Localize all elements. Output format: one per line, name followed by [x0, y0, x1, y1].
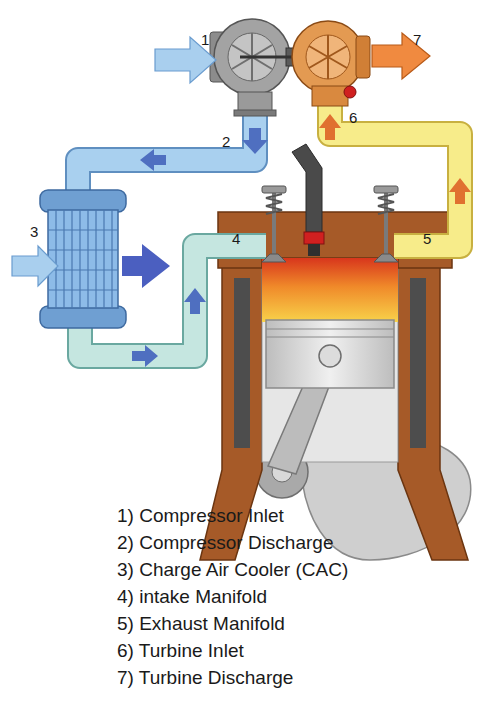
turbine-housing	[344, 86, 356, 98]
callout-number: 1	[201, 32, 209, 49]
turbine-housing	[292, 21, 364, 93]
engine-block	[398, 262, 468, 560]
exhaust-valve	[374, 254, 398, 262]
flow-arrow	[184, 288, 206, 314]
exhaust-pipe	[330, 104, 460, 246]
turbine-housing	[306, 35, 350, 79]
charge-air-cooler	[87, 210, 88, 308]
callout-number: 2	[222, 134, 230, 151]
charge-air-pipe	[78, 112, 255, 196]
intake-valve	[262, 254, 286, 262]
charge-air-cooler	[48, 210, 118, 308]
legend-line: 5) Exhaust Manifold	[117, 614, 285, 635]
exhaust-valve	[378, 194, 394, 214]
turbine-housing	[309, 35, 347, 79]
exhaust-valve	[374, 186, 398, 193]
piston	[266, 329, 394, 330]
charge-air-cooler	[48, 229, 118, 230]
flow-arrow	[122, 244, 170, 288]
charge-air-cooler	[48, 249, 118, 250]
intake-valve	[262, 186, 286, 193]
charge-air-cooler	[48, 210, 118, 308]
callout-number: 6	[349, 110, 357, 127]
flow-arrow	[372, 33, 430, 79]
charge-air-cooler	[79, 210, 80, 308]
flow-arrow	[319, 114, 341, 140]
engine-block	[410, 278, 426, 448]
flow-arrow	[132, 345, 158, 367]
cylinder-head	[218, 212, 452, 322]
exhaust-pipe	[330, 104, 460, 246]
flow-arrow	[242, 128, 268, 154]
charge-air-cooler	[40, 306, 126, 328]
charge-air-cooler	[55, 210, 56, 308]
charge-air-cooler	[40, 190, 126, 212]
spark-plug	[304, 232, 324, 244]
charge-air-pipe	[78, 112, 255, 196]
flow-arrow	[449, 178, 471, 204]
engine-block	[234, 278, 250, 448]
charge-air-cooler	[95, 210, 96, 308]
turbine-housing	[292, 21, 370, 106]
charge-air-cooler	[63, 210, 64, 308]
legend-line: 3) Charge Air Cooler (CAC)	[117, 560, 348, 581]
legend-line: 7) Turbine Discharge	[117, 668, 293, 689]
charge-air-cooler	[71, 210, 72, 308]
charge-air-cooler	[111, 210, 112, 308]
callout-number: 7	[413, 32, 421, 49]
charge-air-cooler	[48, 269, 118, 270]
compressor-housing	[234, 110, 276, 116]
intake-valve	[266, 194, 282, 214]
piston	[266, 320, 394, 388]
charge-air-pipe	[78, 112, 255, 196]
exhaust-valve	[374, 186, 398, 262]
legend-line: 4) intake Manifold	[117, 587, 267, 608]
spark-plug	[292, 144, 324, 256]
turbine-housing	[312, 86, 348, 106]
spark-plug	[292, 144, 322, 232]
spark-plug	[308, 244, 320, 256]
flow-arrow	[12, 33, 471, 367]
piston	[266, 320, 394, 474]
callout-number: 5	[423, 231, 431, 248]
intake-valve	[272, 192, 276, 256]
legend-line: 1) Compressor Inlet	[117, 506, 284, 527]
legend-line: 6) Turbine Inlet	[117, 641, 244, 662]
flow-arrow	[12, 246, 58, 286]
charge-air-cooler	[103, 210, 104, 308]
exhaust-valve	[384, 192, 388, 256]
charge-air-cooler	[48, 289, 118, 290]
callout-number: 4	[232, 231, 240, 248]
piston	[319, 345, 341, 367]
intake-valve	[262, 186, 286, 262]
legend-line: 2) Compressor Discharge	[117, 533, 333, 554]
charge-air-cooler	[40, 190, 126, 328]
turbine-housing	[356, 36, 370, 78]
callout-number: 3	[30, 224, 38, 241]
piston	[266, 337, 394, 338]
exhaust-pipe	[330, 104, 460, 246]
compressor-housing	[210, 19, 290, 116]
cylinder-head	[262, 258, 398, 322]
flow-arrow	[140, 149, 166, 171]
